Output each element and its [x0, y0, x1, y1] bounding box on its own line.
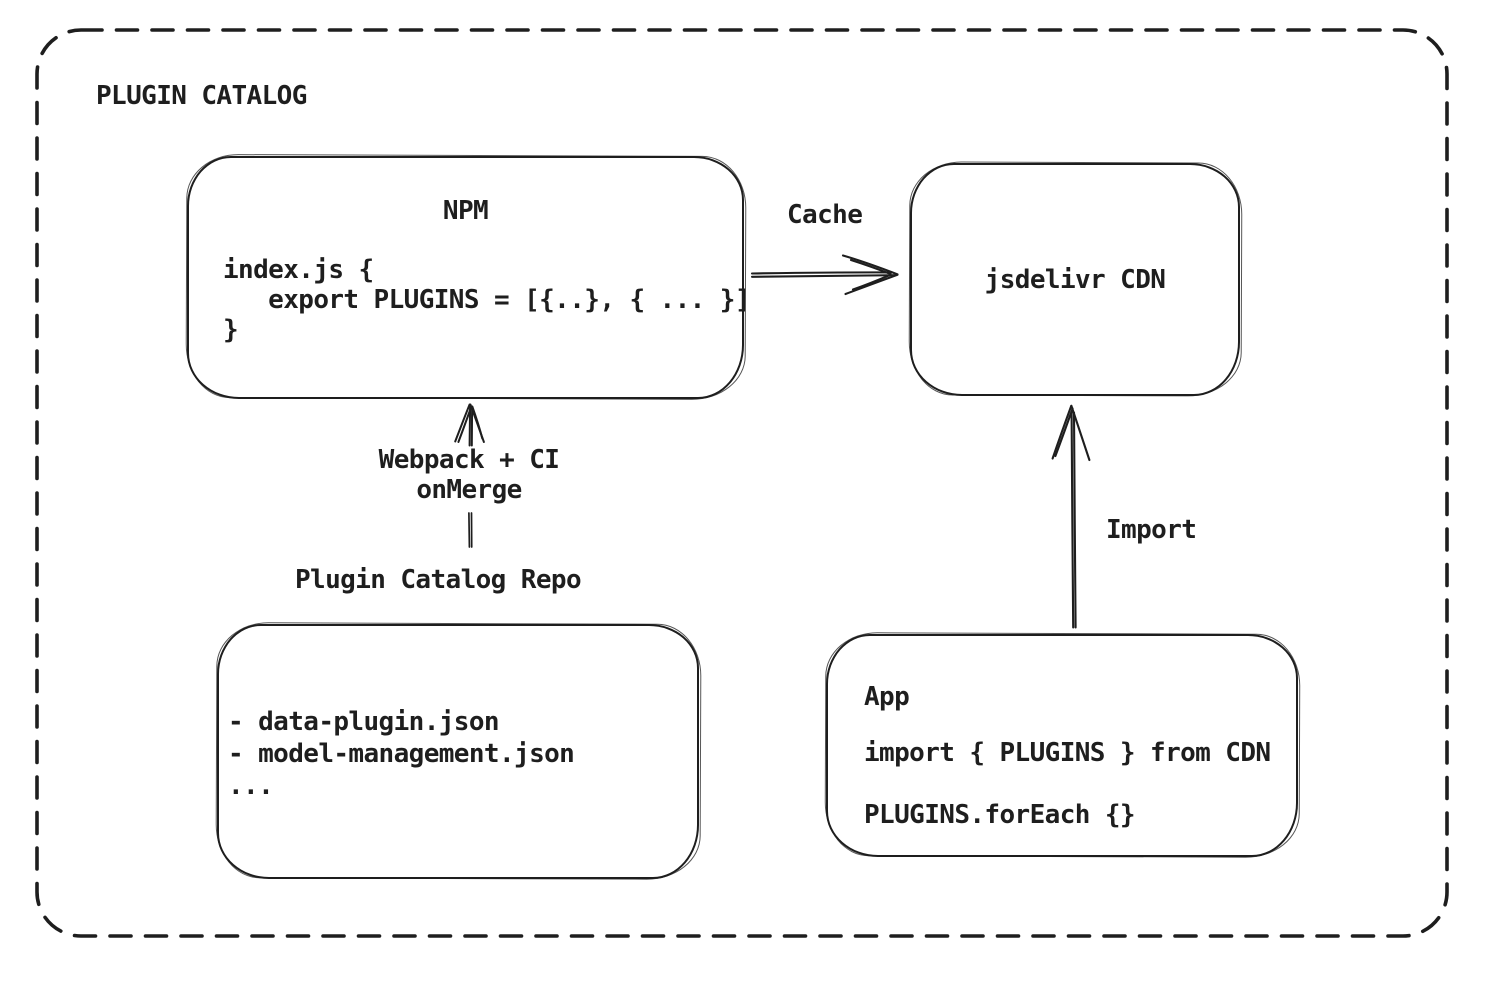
- cdn-node-label: jsdelivr CDN: [984, 264, 1166, 295]
- npm-code-block: index.js { export PLUGINS = [{..}, { ...…: [223, 255, 750, 345]
- repo-file-list: - data-plugin.json - model-management.js…: [228, 706, 575, 802]
- frame-title: PLUGIN CATALOG: [96, 81, 307, 111]
- repo-node: - data-plugin.json - model-management.js…: [217, 624, 699, 879]
- app-node-title: App: [864, 682, 910, 712]
- cache-arrow-label: Cache: [787, 200, 863, 230]
- app-code-line: PLUGINS.forEach {}: [864, 800, 1136, 830]
- app-code-line: import { PLUGINS } from CDN: [864, 738, 1271, 768]
- repo-file-item: - model-management.json: [228, 739, 575, 769]
- import-arrow-label: Import: [1106, 515, 1197, 545]
- npm-node-title: NPM: [442, 196, 489, 226]
- build-arrow-label-line2: onMerge: [416, 475, 522, 505]
- repo-file-item: - data-plugin.json: [228, 707, 500, 737]
- npm-node: NPM index.js { export PLUGINS = [{..}, {…: [187, 156, 750, 399]
- npm-code-line: }: [223, 315, 239, 345]
- repo-file-item: ...: [228, 771, 274, 801]
- cache-arrow: [750, 254, 899, 296]
- build-arrow-label: Webpack + CI onMerge: [350, 445, 588, 505]
- build-arrow-label-line1: Webpack + CI: [378, 445, 560, 475]
- repo-node-title: Plugin Catalog Repo: [294, 565, 582, 595]
- cdn-node: jsdelivr CDN: [910, 163, 1240, 396]
- import-arrow: [1051, 404, 1091, 629]
- npm-code-line: export PLUGINS = [{..}, { ... }]: [223, 285, 750, 315]
- app-node: App import { PLUGINS } from CDN PLUGINS.…: [826, 634, 1298, 857]
- npm-code-line: index.js {: [223, 255, 374, 285]
